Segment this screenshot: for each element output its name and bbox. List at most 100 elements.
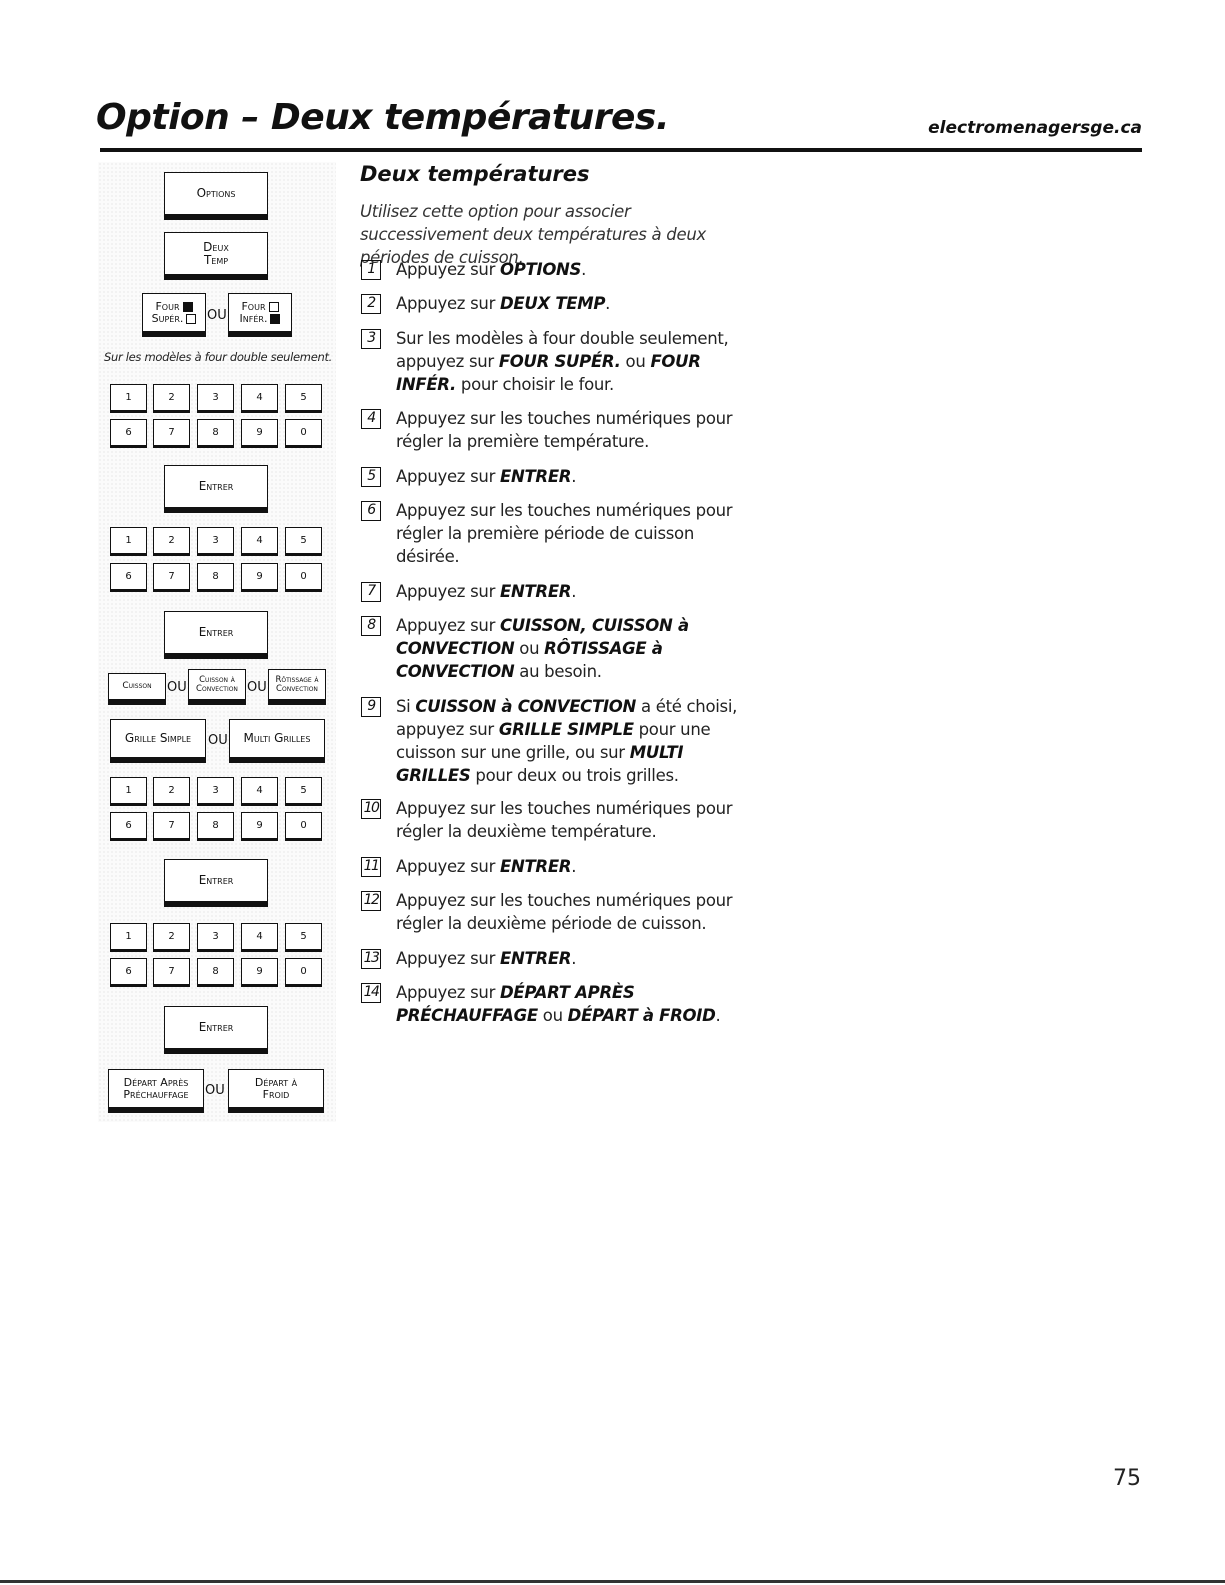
keypad-key[interactable]: 9 — [241, 563, 278, 592]
step-fragment: . — [571, 857, 577, 876]
step-number-icon: 11 — [361, 857, 381, 877]
keypad-key[interactable]: 3 — [197, 777, 234, 806]
keypad-key[interactable]: 9 — [241, 419, 278, 448]
keypad-key[interactable]: 2 — [153, 527, 190, 556]
keypad-key[interactable]: 0 — [285, 419, 322, 448]
keypad-key[interactable]: 0 — [285, 563, 322, 592]
ou-label: OU — [207, 308, 227, 323]
keypad-key[interactable]: 4 — [241, 923, 278, 952]
keypad-key[interactable]: 1 — [110, 777, 147, 806]
step-emphasis: DÉPART APRÈS PRÉCHAUFFAGE — [396, 983, 635, 1025]
step-fragment: . — [571, 582, 577, 601]
ou-label: OU — [247, 680, 267, 695]
step-fragment: . — [605, 294, 611, 313]
step-fragment: Appuyez sur les touches numériques pour … — [396, 501, 733, 566]
keypad-key[interactable]: 8 — [197, 563, 234, 592]
keypad-key[interactable]: 7 — [153, 958, 190, 987]
keypad-key[interactable]: 6 — [110, 419, 147, 448]
step-fragment: . — [581, 260, 587, 279]
keypad-key[interactable]: 7 — [153, 563, 190, 592]
ou-label: OU — [167, 680, 187, 695]
four-infer-label-1: Four — [241, 299, 266, 313]
keypad-key[interactable]: 6 — [110, 563, 147, 592]
double-oven-caption: Sur les modèles à four double seulement. — [103, 350, 333, 364]
entrer-button-label: Entrer — [198, 625, 234, 640]
keypad-key[interactable]: 4 — [241, 777, 278, 806]
keypad-key[interactable]: 1 — [110, 923, 147, 952]
keypad-key[interactable]: 4 — [241, 527, 278, 556]
keypad-key[interactable]: 3 — [197, 923, 234, 952]
cuisson-convection-label-2: Convection — [196, 683, 238, 694]
ou-label: OU — [208, 733, 228, 748]
multi-grilles-label: Multi Grilles — [243, 731, 311, 746]
keypad-key[interactable]: 0 — [285, 958, 322, 987]
keypad-key[interactable]: 8 — [197, 812, 234, 841]
step-fragment: ou — [514, 639, 545, 658]
indicator-filled-icon — [270, 313, 281, 324]
rotissage-convection-label-2: Convection — [276, 683, 318, 694]
keypad-key[interactable]: 7 — [153, 812, 190, 841]
step-text: Appuyez sur les touches numériques pour … — [396, 889, 756, 935]
four-infer-button[interactable]: Four Infér. — [228, 293, 292, 337]
step-number-icon: 8 — [361, 616, 381, 636]
header-rule — [100, 148, 1142, 152]
step-text: Appuyez sur OPTIONS. — [396, 258, 756, 281]
keypad-key[interactable]: 2 — [153, 384, 190, 413]
step-emphasis: RÔTISSAGE à CONVECTION — [396, 639, 663, 681]
grille-simple-button[interactable]: Grille Simple — [110, 719, 206, 763]
step-number-icon: 5 — [361, 467, 381, 487]
depart-a-froid-button[interactable]: Départ à Froid — [228, 1069, 324, 1113]
keypad-key[interactable]: 1 — [110, 384, 147, 413]
step-text: Sur les modèles à four double seulement,… — [396, 327, 756, 396]
keypad-key[interactable]: 7 — [153, 419, 190, 448]
step-emphasis: MULTI GRILLES — [396, 743, 684, 785]
keypad-key[interactable]: 6 — [110, 958, 147, 987]
step-fragment: pour une cuisson sur une grille, ou sur — [396, 720, 711, 762]
keypad-key[interactable]: 4 — [241, 384, 278, 413]
keypad-key[interactable]: 5 — [285, 384, 322, 413]
keypad-key[interactable]: 0 — [285, 812, 322, 841]
depart-froid-label-1: Départ à — [254, 1075, 298, 1089]
step-fragment: . — [715, 1006, 721, 1025]
step-number-icon: 12 — [361, 891, 381, 911]
keypad-key[interactable]: 5 — [285, 527, 322, 556]
entrer-button[interactable]: Entrer — [164, 1006, 268, 1054]
deux-temp-button[interactable]: Deux Temp — [164, 232, 268, 280]
rotissage-convection-label-1: Rôtissage à — [275, 674, 319, 685]
keypad-key[interactable]: 8 — [197, 958, 234, 987]
step-emphasis: ENTRER — [500, 582, 572, 601]
options-button[interactable]: Options — [164, 172, 268, 220]
control-panel-illustration: Options Deux Temp Four Supér. OU Four In… — [98, 162, 336, 1122]
multi-grilles-button[interactable]: Multi Grilles — [229, 719, 325, 763]
keypad-key[interactable]: 9 — [241, 812, 278, 841]
depart-apres-prechauffage-button[interactable]: Départ Après Préchauffage — [108, 1069, 204, 1113]
keypad-key[interactable]: 2 — [153, 777, 190, 806]
step-number-icon: 1 — [361, 260, 381, 280]
keypad-key[interactable]: 9 — [241, 958, 278, 987]
entrer-button[interactable]: Entrer — [164, 465, 268, 513]
keypad-key[interactable]: 3 — [197, 384, 234, 413]
step-fragment: a été choisi, appuyez sur — [396, 697, 738, 739]
keypad-key[interactable]: 8 — [197, 419, 234, 448]
keypad-key[interactable]: 6 — [110, 812, 147, 841]
keypad-key[interactable]: 5 — [285, 923, 322, 952]
cuisson-convection-button[interactable]: Cuisson à Convection — [188, 669, 246, 705]
site-url[interactable]: electromenagersge.ca — [928, 118, 1142, 138]
indicator-empty-icon — [186, 313, 197, 324]
step-text: Appuyez sur CUISSON, CUISSON à CONVECTIO… — [396, 614, 756, 683]
keypad-key[interactable]: 3 — [197, 527, 234, 556]
step-fragment: Appuyez sur les touches numériques pour … — [396, 799, 733, 841]
rotissage-convection-button[interactable]: Rôtissage à Convection — [268, 669, 326, 705]
keypad-key[interactable]: 2 — [153, 923, 190, 952]
entrer-button[interactable]: Entrer — [164, 859, 268, 907]
step-fragment: Appuyez sur — [396, 467, 500, 486]
indicator-filled-icon — [182, 301, 193, 312]
keypad-key[interactable]: 5 — [285, 777, 322, 806]
cuisson-button-label: Cuisson — [122, 680, 152, 691]
entrer-button[interactable]: Entrer — [164, 611, 268, 659]
four-super-button[interactable]: Four Supér. — [142, 293, 206, 337]
keypad-key[interactable]: 1 — [110, 527, 147, 556]
entrer-button-label: Entrer — [198, 479, 234, 494]
step-fragment: Appuyez sur — [396, 616, 500, 635]
cuisson-button[interactable]: Cuisson — [108, 673, 166, 705]
